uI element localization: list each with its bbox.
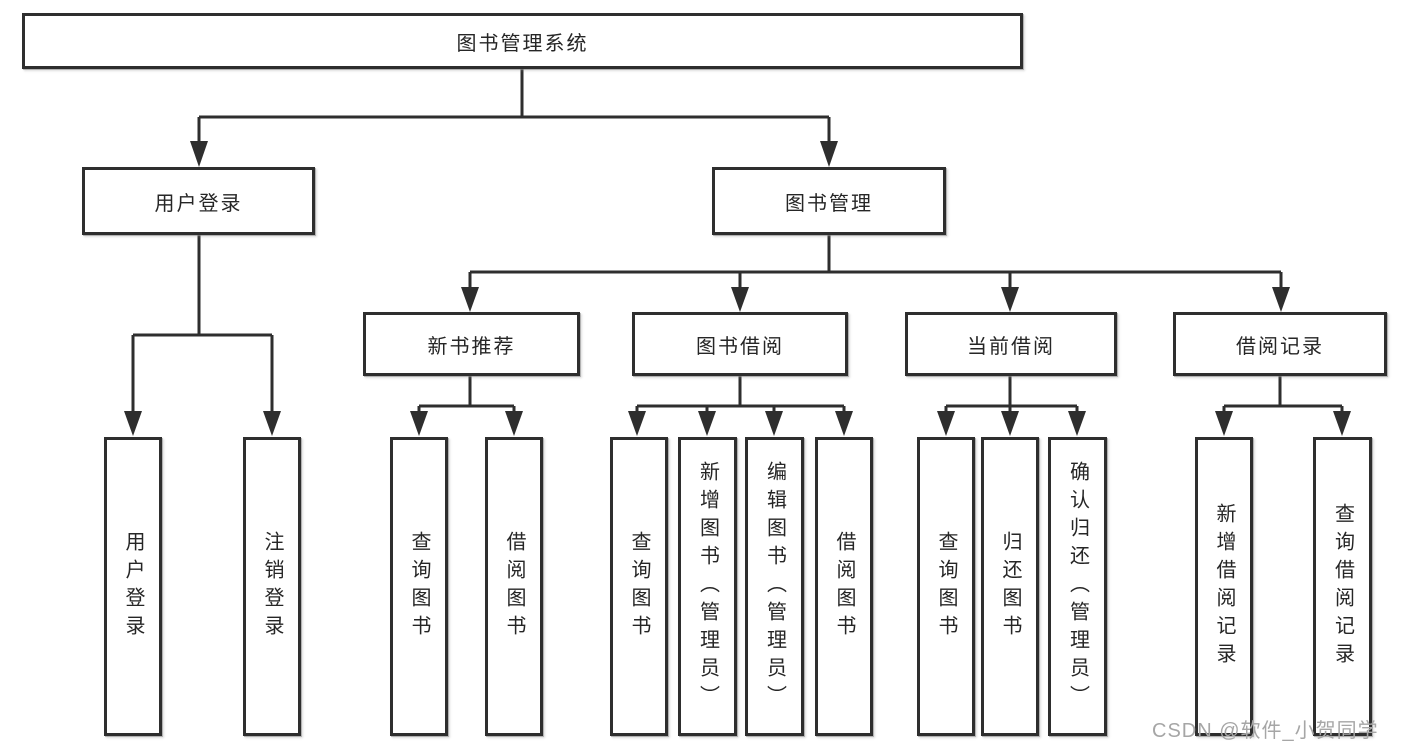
leaf-add-borrow-record: 新增借阅记录 — [1195, 437, 1253, 736]
branch-new-book-recommend — [410, 376, 523, 436]
node-label: 当前借阅 — [967, 335, 1055, 358]
node-label: 查询借阅记录 — [1331, 502, 1354, 671]
arrow-down-icon — [124, 411, 142, 436]
arrow-down-icon — [190, 141, 208, 167]
arrow-down-icon — [937, 411, 955, 436]
arrow-down-icon — [410, 411, 428, 436]
arrow-down-icon — [461, 287, 479, 312]
leaf-borrow-books-recommend: 借阅图书 — [485, 437, 543, 736]
leaf-query-books-borrow: 查询图书 — [610, 437, 668, 736]
node-user-login: 用户登录 — [82, 167, 315, 235]
node-new-book-recommend: 新书推荐 — [363, 312, 580, 376]
arrow-down-icon — [628, 411, 646, 436]
arrow-down-icon — [263, 411, 281, 436]
arrow-down-icon — [505, 411, 523, 436]
node-current-borrow: 当前借阅 — [905, 312, 1117, 376]
node-borrow-records: 借阅记录 — [1173, 312, 1387, 376]
node-label: 查询图书 — [628, 530, 650, 643]
arrow-down-icon — [698, 411, 716, 436]
node-label: 归还图书 — [999, 530, 1021, 643]
node-label: 查询图书 — [408, 530, 430, 643]
arrow-down-icon — [1272, 287, 1290, 312]
branch-root — [190, 67, 838, 167]
leaf-logout: 注销登录 — [243, 437, 301, 736]
branch-book-management — [461, 235, 1290, 312]
leaf-borrow-books: 借阅图书 — [815, 437, 873, 736]
node-book-management: 图书管理 — [712, 167, 946, 235]
leaf-return-book: 归还图书 — [981, 437, 1039, 736]
node-label: 用户登录 — [122, 530, 144, 643]
node-book-borrow: 图书借阅 — [632, 312, 848, 376]
node-label: 编辑图书（管理员） — [763, 460, 786, 713]
leaf-query-borrow-record: 查询借阅记录 — [1313, 437, 1372, 736]
leaf-query-books-recommend: 查询图书 — [390, 437, 448, 736]
arrow-down-icon — [1333, 411, 1351, 436]
branch-user-login — [124, 235, 281, 436]
node-label: 新增图书（管理员） — [696, 460, 719, 713]
arrow-down-icon — [820, 141, 838, 167]
leaf-confirm-return-admin: 确认归还（管理员） — [1048, 437, 1107, 736]
node-label: 借阅图书 — [833, 530, 855, 643]
node-label: 新书推荐 — [427, 335, 516, 358]
arrow-down-icon — [765, 411, 783, 436]
branch-book-borrow — [628, 376, 853, 436]
node-label: 图书管理 — [785, 192, 873, 215]
branch-borrow-records — [1215, 376, 1351, 436]
leaf-add-book-admin: 新增图书（管理员） — [678, 437, 737, 736]
node-label: 图书借阅 — [696, 335, 784, 358]
arrow-down-icon — [1068, 411, 1086, 436]
csdn-watermark: CSDN @软件_小贺同学 — [1152, 720, 1379, 742]
arrow-down-icon — [1001, 287, 1019, 312]
node-label: 查询图书 — [935, 530, 957, 643]
arrow-down-icon — [1001, 411, 1019, 436]
node-label: 图书管理系统 — [456, 32, 589, 55]
arrow-down-icon — [835, 411, 853, 436]
node-label: 新增借阅记录 — [1213, 502, 1235, 671]
arrow-down-icon — [1215, 411, 1233, 436]
leaf-edit-book-admin: 编辑图书（管理员） — [745, 437, 804, 736]
node-label: 注销登录 — [261, 530, 283, 643]
node-label: 借阅图书 — [503, 530, 525, 643]
node-library-system: 图书管理系统 — [22, 13, 1023, 69]
branch-current-borrow — [937, 376, 1086, 436]
leaf-user-login: 用户登录 — [104, 437, 162, 736]
node-label: 用户登录 — [154, 192, 243, 215]
node-label: 确认归还（管理员） — [1066, 460, 1089, 713]
node-label: 借阅记录 — [1236, 335, 1324, 358]
arrow-down-icon — [731, 287, 749, 312]
leaf-query-books-current: 查询图书 — [917, 437, 975, 736]
